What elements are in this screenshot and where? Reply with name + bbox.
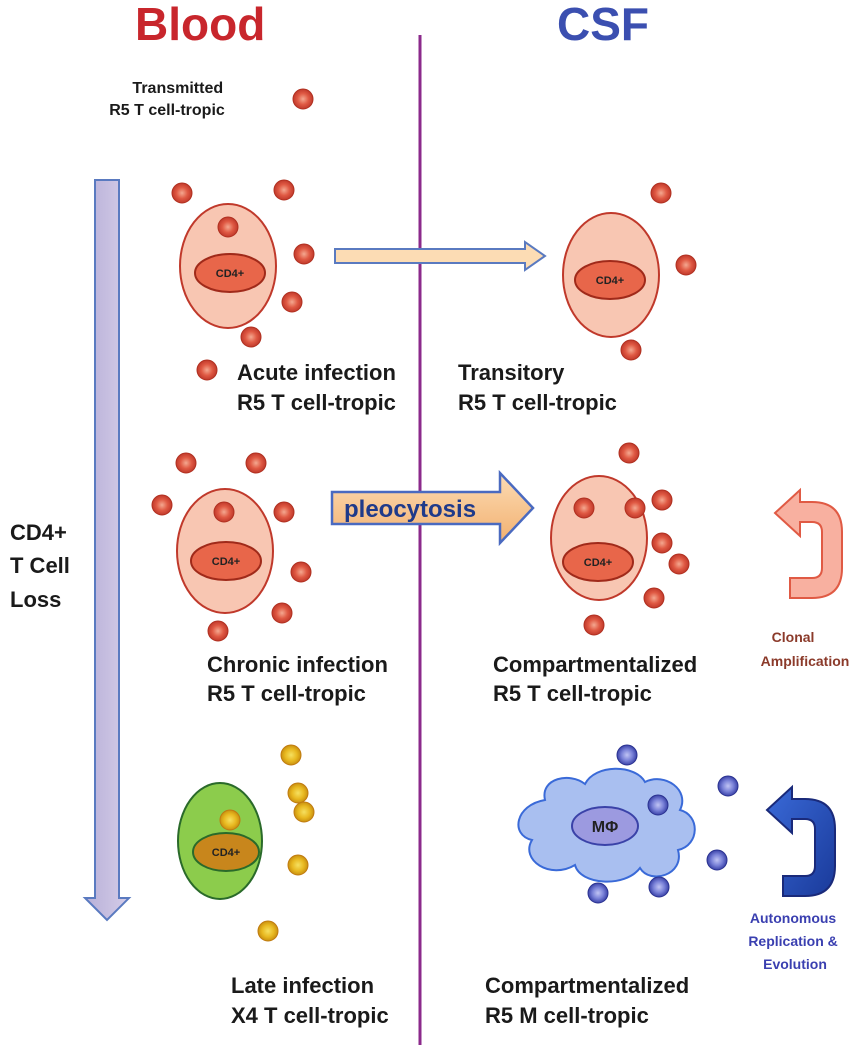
pleocytosis-arrow [330, 469, 535, 547]
clonal-line-2: Amplification [761, 653, 850, 669]
pleocytosis-label: pleocytosis [344, 496, 476, 523]
virion [271, 602, 293, 624]
virion [207, 620, 229, 642]
clonal-line-1: Clonal [772, 629, 815, 645]
chronic-line-2: R5 T cell-tropic [207, 681, 366, 706]
transmitted-line-1: Transmitted [132, 80, 223, 97]
cd4-loss-line-1: CD4+ [10, 520, 67, 545]
transmitted-line-2: R5 T cell-tropic [109, 102, 225, 119]
transitory-line-2: R5 T cell-tropic [458, 390, 617, 415]
virion [217, 216, 239, 238]
cd4-label: CD4+ [212, 556, 240, 568]
cd4-loss-arrow [82, 179, 132, 922]
virion [240, 326, 262, 348]
virion [280, 744, 302, 766]
virion [151, 494, 173, 516]
late-line-2: X4 T cell-tropic [231, 1003, 389, 1028]
virion [618, 442, 640, 464]
virion [717, 775, 739, 797]
virion [651, 532, 673, 554]
autonomous-line-1: Autonomous [750, 910, 837, 926]
virion [196, 359, 218, 381]
transitory-virions [620, 182, 697, 361]
macrophage-nucleus [571, 806, 639, 846]
virion [273, 501, 295, 523]
virion [668, 553, 690, 575]
virion [273, 179, 295, 201]
virion [648, 876, 670, 898]
clonal-amplification-arrow [773, 487, 843, 599]
chronic-virions [151, 452, 312, 642]
cd4-loss-label: CD4+ T Cell Loss [10, 520, 76, 612]
virion [620, 339, 642, 361]
nucleus [562, 542, 634, 582]
nucleus [574, 260, 646, 300]
compartmentalized-t-label: Compartmentalized R5 T cell-tropic [493, 652, 703, 706]
virion [616, 744, 638, 766]
acute-virions [171, 179, 315, 381]
nucleus [190, 541, 262, 581]
virion [213, 501, 235, 523]
cd4-label: CD4+ [212, 847, 240, 859]
cd4-label: CD4+ [216, 268, 244, 280]
compartment-m-line-1: Compartmentalized [485, 973, 689, 998]
virion [587, 882, 609, 904]
virion [293, 243, 315, 265]
late-virions [219, 744, 315, 942]
nucleus [192, 832, 260, 872]
virion [175, 452, 197, 474]
transitory-label: Transitory R5 T cell-tropic [458, 360, 617, 415]
chronic-line-1: Chronic infection [207, 652, 388, 677]
virion [583, 614, 605, 636]
virion [292, 88, 314, 110]
acute-line-2: R5 T cell-tropic [237, 390, 396, 415]
virion [293, 801, 315, 823]
acute-infection-label: Acute infection R5 T cell-tropic [237, 360, 402, 415]
virion [650, 182, 672, 204]
virion [290, 561, 312, 583]
autonomous-replication-arrow [765, 784, 836, 897]
blood-title: Blood [135, 0, 265, 50]
chronic-infection-label: Chronic infection R5 T cell-tropic [207, 652, 394, 706]
compartment-m-line-2: R5 M cell-tropic [485, 1003, 649, 1028]
virion [287, 854, 309, 876]
cd4-label: CD4+ [584, 557, 612, 569]
virion [624, 497, 646, 519]
autonomous-line-2: Replication & [748, 933, 837, 949]
compartment-t-virions [573, 442, 690, 636]
late-line-1: Late infection [231, 973, 374, 998]
compartment-t-line-2: R5 T cell-tropic [493, 681, 652, 706]
virion [245, 452, 267, 474]
autonomous-replication-label: Autonomous Replication & Evolution [748, 910, 841, 972]
compartmentalized-m-label: Compartmentalized R5 M cell-tropic [485, 973, 695, 1028]
macrophage-virions [587, 744, 739, 904]
transmitted-label: Transmitted R5 T cell-tropic [109, 80, 227, 119]
cd4-label: CD4+ [596, 275, 624, 287]
late-infection-label: Late infection X4 T cell-tropic [231, 973, 389, 1028]
acute-line-1: Acute infection [237, 360, 396, 385]
virion [675, 254, 697, 276]
virion [647, 794, 669, 816]
compartment-t-line-1: Compartmentalized [493, 652, 697, 677]
virion [219, 809, 241, 831]
cd4-loss-line-3: Loss [10, 587, 61, 612]
virion [287, 782, 309, 804]
nucleus [194, 253, 266, 293]
virion [257, 920, 279, 942]
virion [573, 497, 595, 519]
csf-title: CSF [557, 0, 649, 50]
transitory-line-1: Transitory [458, 360, 565, 385]
virion [281, 291, 303, 313]
autonomous-line-3: Evolution [763, 956, 827, 972]
virion [171, 182, 193, 204]
macrophage-label: MΦ [592, 819, 618, 836]
virion [651, 489, 673, 511]
transfer-arrow [334, 240, 547, 272]
cd4-loss-line-2: T Cell [10, 553, 70, 578]
virion [706, 849, 728, 871]
virion [643, 587, 665, 609]
clonal-amplification-label: Clonal Amplification [761, 629, 850, 669]
